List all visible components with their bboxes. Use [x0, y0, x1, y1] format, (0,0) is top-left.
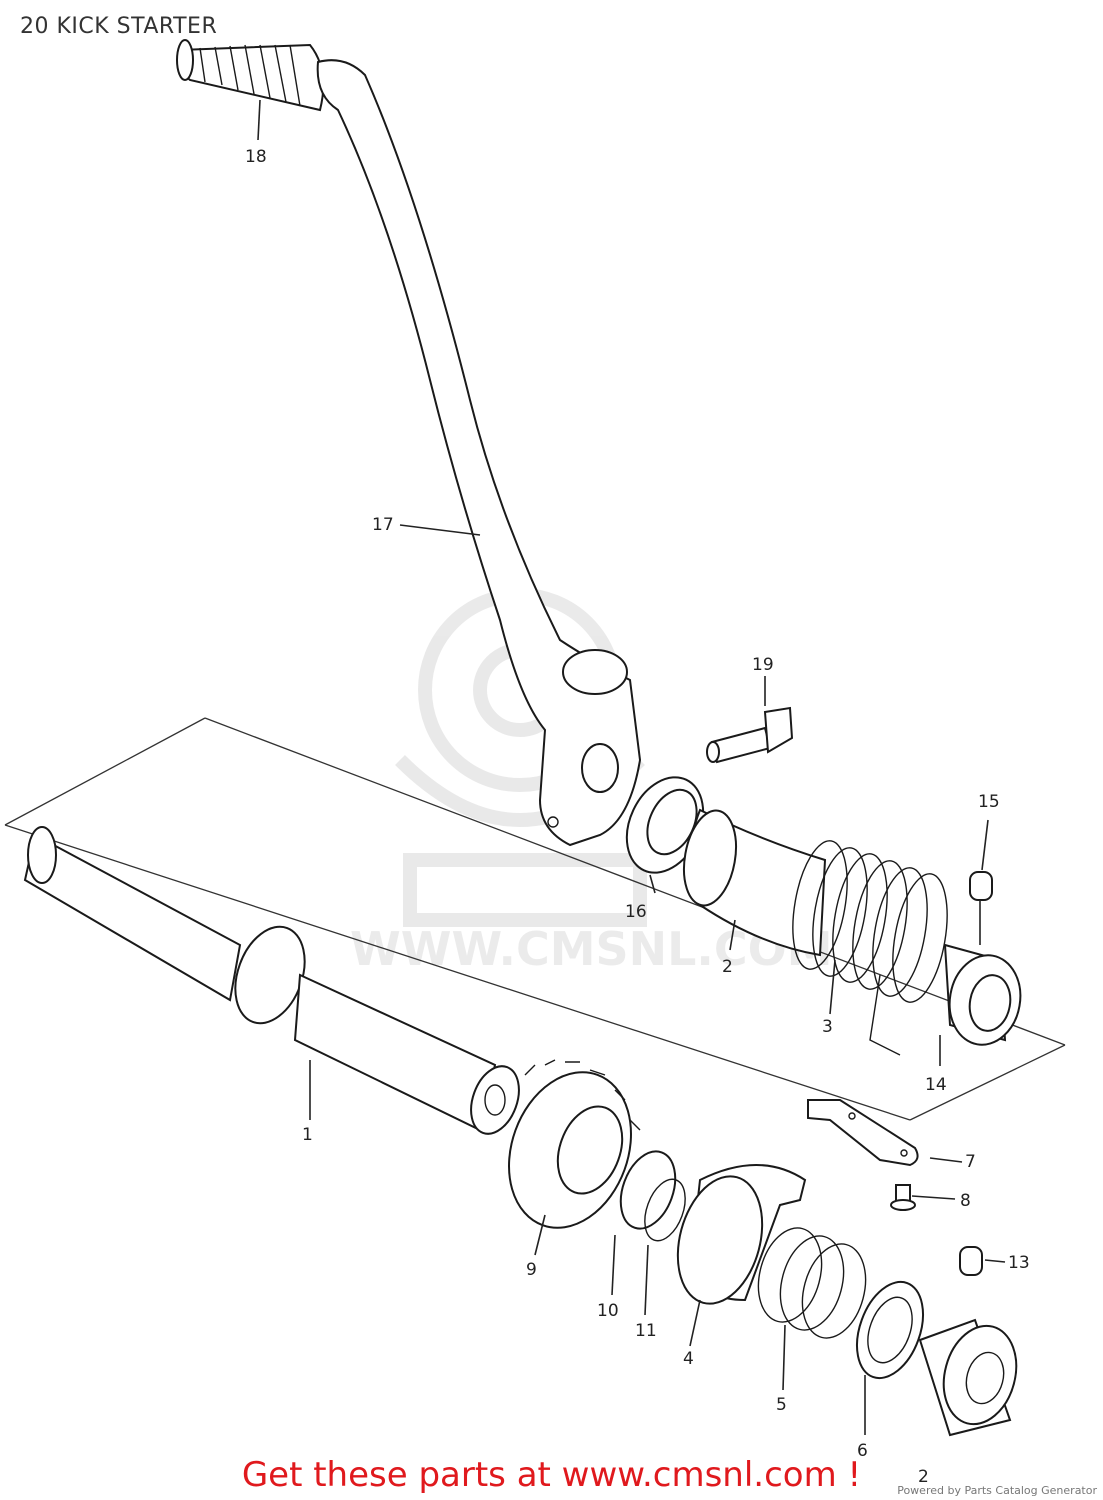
callout-14: 14: [925, 1075, 947, 1095]
callout-7: 7: [965, 1152, 976, 1172]
part-10-washer: [619, 1150, 677, 1230]
callout-5: 5: [776, 1395, 787, 1415]
part-6-washer: [856, 1280, 924, 1380]
callout-3: 3: [822, 1017, 833, 1037]
callout-17: 17: [372, 515, 394, 535]
part-9-gear: [508, 1059, 641, 1229]
callout-4: 4: [683, 1349, 694, 1369]
part-1-kick-shaft: [23, 826, 520, 1135]
part-15-pin: [969, 871, 993, 901]
part-5-spring: [757, 1227, 867, 1339]
part-3-spring: [792, 840, 948, 1056]
assembly-outline: [4, 717, 1066, 1121]
callout-16: 16: [625, 902, 647, 922]
part-7-plate: [807, 1099, 919, 1167]
part-19-bolt: [706, 706, 794, 764]
powered-by-text: Powered by Parts Catalog Generator: [897, 1484, 1097, 1497]
callout-1: 1: [302, 1125, 313, 1145]
callout-2-lower: 2: [918, 1467, 929, 1487]
callout-18: 18: [245, 147, 267, 167]
part-12-bushing: [918, 1318, 1018, 1437]
part-2-collar-upper: [683, 808, 827, 957]
cmsnl-link-banner[interactable]: Get these parts at www.cmsnl.com !: [241, 1455, 862, 1495]
part-8-screw: [890, 1184, 916, 1211]
part-18-grip: [176, 39, 325, 112]
part-17-kick-arm: [316, 59, 642, 847]
part-16-seal: [625, 776, 705, 874]
part-13-pin: [959, 1246, 983, 1276]
callout-11: 11: [635, 1321, 657, 1341]
part-4-ratchet: [676, 1164, 807, 1305]
callout-labels: 18 17 19 15 16 2 3 14 1 7 8 9 13 10 11 4…: [245, 147, 1030, 1487]
callout-2-upper: 2: [722, 957, 733, 977]
part-11-circlip: [644, 1178, 686, 1242]
callout-15: 15: [978, 792, 1000, 812]
callout-19: 19: [752, 655, 774, 675]
leader-lines: [257, 99, 1006, 1435]
callout-10: 10: [597, 1301, 619, 1321]
callout-9: 9: [526, 1260, 537, 1280]
part-14-bushing: [943, 943, 1022, 1046]
callout-8: 8: [960, 1191, 971, 1211]
callout-13: 13: [1008, 1253, 1030, 1273]
callout-6: 6: [857, 1441, 868, 1461]
page-title: 20 KICK STARTER: [20, 14, 218, 39]
